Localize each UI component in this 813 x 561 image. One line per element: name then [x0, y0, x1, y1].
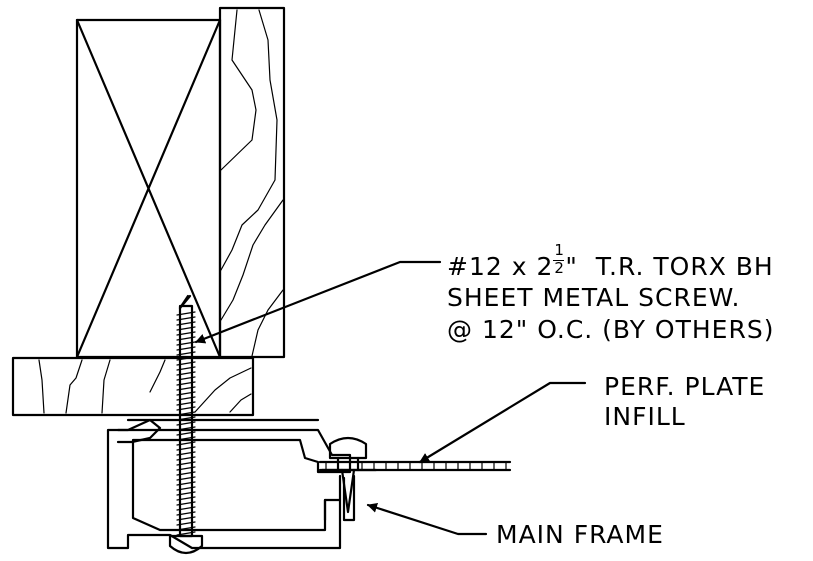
screw: [168, 294, 204, 555]
plate-callout-line2: INFILL: [604, 402, 686, 431]
base-timber: [11, 356, 255, 417]
screw-callout-line2: SHEET METAL SCREW.: [447, 283, 741, 312]
screw-callout-line3: @ 12" O.C. (BY OTHERS): [447, 315, 775, 344]
main-frame-extrusion: [106, 418, 356, 550]
screw-size: #12 x 2: [447, 252, 554, 281]
leader-frame: [366, 503, 488, 536]
plate-callout-line1: PERF. PLATE: [604, 372, 766, 401]
grained-board: [218, 6, 286, 359]
frame-callout-line1: MAIN FRAME: [496, 520, 664, 549]
leader-plate: [418, 381, 587, 464]
screw-type: " T.R. TORX BH: [565, 252, 774, 281]
timber-stud: [75, 18, 222, 359]
perf-plate: [318, 460, 512, 472]
leader-screw: [194, 260, 442, 344]
